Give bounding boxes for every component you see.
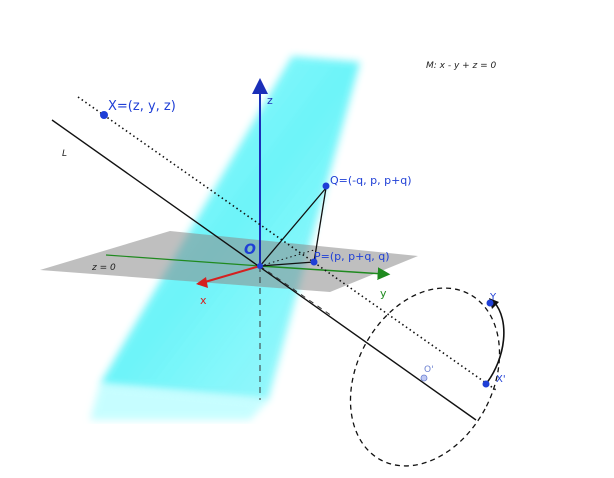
point-Q-label: Q=(-q, p, p+q) (330, 174, 412, 187)
y-axis-label: y (380, 287, 387, 300)
plane-z0-label: z = 0 (91, 263, 116, 273)
x-axis-arrowhead (196, 277, 208, 288)
point-O-label: O (244, 242, 256, 258)
x-axis (197, 265, 261, 285)
dashed-line-OP (259, 265, 333, 317)
line-L (51, 119, 477, 421)
segment-QP (313, 187, 327, 263)
point-P-label: P=(p, p+q, q) (314, 250, 390, 263)
y-axis-negative (105, 254, 261, 267)
x-axis-label: x (200, 294, 207, 307)
plane-M (100, 56, 360, 400)
point-X (100, 111, 108, 119)
segment-dotted-OP (259, 249, 315, 267)
z-axis-label: z (267, 94, 273, 107)
plane-M-lower (90, 384, 268, 420)
point-O-prime-label: O' (424, 365, 434, 375)
point-Y-label: Y (489, 292, 497, 303)
y-axis (259, 265, 391, 280)
point-Q (322, 182, 330, 190)
rotation-circle (349, 287, 501, 467)
point-X-label: X=(z, y, z) (108, 99, 176, 114)
point-P (310, 258, 318, 266)
point-X-prime (482, 380, 490, 388)
plane-equation-label: M: x - y + z = 0 (426, 61, 497, 71)
line-L-label: L (62, 149, 67, 159)
rotation-arc (485, 301, 505, 385)
segment-OQ (259, 187, 327, 267)
point-O-prime (420, 374, 428, 382)
segment-OP (259, 261, 315, 267)
point-X-prime-label: X' (496, 374, 506, 385)
plane-z0 (40, 231, 418, 292)
point-O (257, 263, 263, 269)
point-Y (486, 299, 494, 307)
